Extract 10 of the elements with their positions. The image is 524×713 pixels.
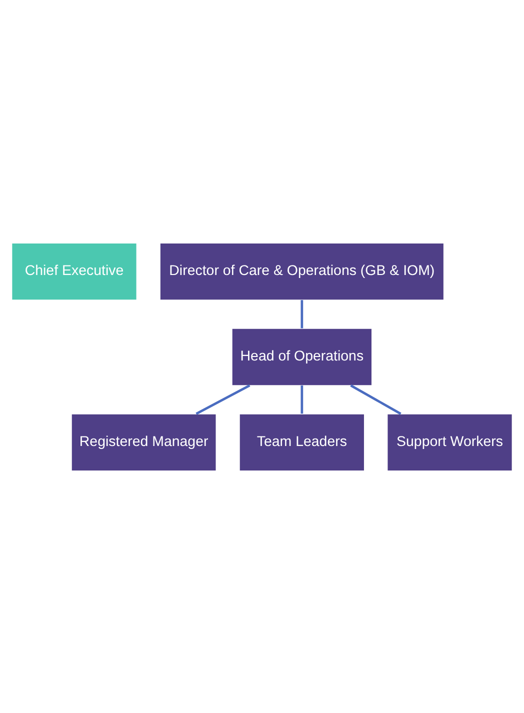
connector bbox=[196, 384, 250, 414]
node-box: Director of Care & Operations (GB & IOM) bbox=[160, 242, 444, 300]
node-box: Chief Executive bbox=[11, 242, 138, 300]
connector bbox=[350, 384, 402, 414]
connector bbox=[300, 384, 304, 414]
connector bbox=[300, 300, 304, 328]
node-box: Head of Operations bbox=[232, 328, 372, 386]
node-box: Registered Manager bbox=[71, 413, 217, 471]
node-box: Support Workers bbox=[386, 413, 513, 471]
node-box: Team Leaders bbox=[239, 413, 365, 471]
